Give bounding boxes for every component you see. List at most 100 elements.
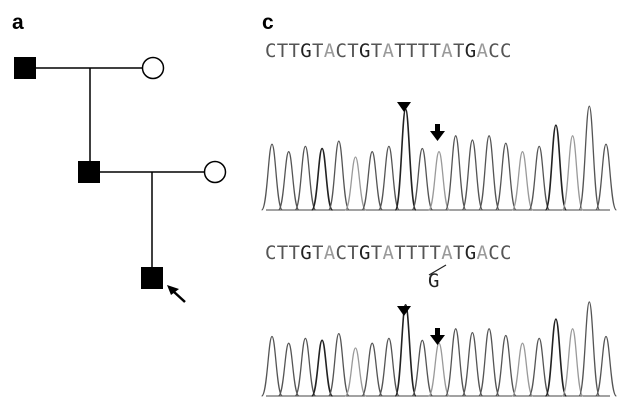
- trace-peak: [411, 147, 434, 211]
- trace-peak: [277, 342, 300, 397]
- base-letter: C: [335, 40, 348, 62]
- individual-II-2-unaffected-female: [203, 160, 227, 184]
- individual-III-1-proband: [141, 267, 163, 289]
- base-letter: T: [312, 40, 324, 62]
- base-letter: T: [406, 40, 418, 62]
- trace-peak: [511, 151, 534, 211]
- trace-peak: [261, 143, 283, 211]
- base-letter: G: [464, 242, 477, 264]
- trace-peak: [461, 139, 484, 211]
- trace-peak: [377, 337, 400, 397]
- base-letter: T: [394, 242, 406, 264]
- base-letter: T: [453, 242, 465, 264]
- base-letter: T: [429, 242, 442, 264]
- trace-peak: [394, 108, 417, 211]
- base-letter: T: [347, 40, 359, 62]
- trace-peak: [377, 145, 400, 211]
- panel-label-c: c: [262, 11, 274, 34]
- base-letter: T: [453, 40, 465, 62]
- trace-peak: [578, 301, 601, 397]
- trace-peak: [411, 339, 434, 397]
- trace-peak: [561, 328, 584, 397]
- trace-peak: [361, 151, 384, 211]
- trace-peak: [544, 318, 568, 397]
- individual-I-1-affected-male: [14, 57, 36, 79]
- trace-peak: [444, 135, 467, 211]
- trace-peak: [428, 151, 450, 211]
- trace-peak: [561, 135, 584, 211]
- trace-peak: [294, 145, 317, 211]
- trace-peak: [528, 145, 551, 211]
- trace-peak: [310, 339, 334, 397]
- arrow-marker-bottom: [430, 328, 445, 345]
- base-letter: T: [429, 40, 442, 62]
- trace-peak: [394, 303, 417, 397]
- base-letter: T: [312, 242, 324, 264]
- trace-peak: [428, 342, 450, 397]
- base-letter: C: [500, 242, 512, 264]
- trace-peak: [595, 335, 617, 397]
- trace-peak: [294, 337, 317, 397]
- base-letter: T: [347, 242, 359, 264]
- triangle-marker-bottom: [397, 306, 411, 316]
- trace-peak: [344, 156, 367, 211]
- trace-peak: [327, 332, 350, 397]
- base-letter: T: [288, 242, 301, 264]
- trace-peak: [578, 105, 601, 211]
- base-letter: G: [359, 40, 371, 62]
- base-letter: G: [300, 40, 312, 62]
- base-letter: G: [300, 242, 312, 264]
- trace-peak: [277, 151, 300, 211]
- trace-peak: [444, 328, 467, 397]
- trace-peak: [478, 135, 501, 211]
- base-letter: C: [500, 40, 512, 62]
- individual-II-1-affected-male: [78, 161, 100, 183]
- base-letter: A: [382, 40, 395, 62]
- chromatogram-bottom: [261, 301, 617, 397]
- base-letter: C: [265, 242, 277, 264]
- trace-peak: [327, 140, 350, 211]
- trace-peak: [310, 147, 334, 211]
- base-letter: A: [382, 242, 395, 264]
- trace-peak: [528, 337, 551, 397]
- trace-peak: [511, 342, 534, 397]
- base-letter: C: [488, 242, 500, 264]
- trace-peak: [261, 335, 283, 397]
- base-letter: C: [488, 40, 500, 62]
- proband-arrow-icon: [167, 285, 186, 303]
- individual-I-2-unaffected-female: [141, 56, 165, 80]
- trace-peak: [461, 331, 484, 397]
- sequence-top: CTTGTACTGTATTTTATGACC: [265, 42, 512, 61]
- base-letter: A: [441, 40, 453, 62]
- base-letter: A: [323, 242, 336, 264]
- variant-alt-base: G: [428, 270, 440, 292]
- panel-label-a: a: [12, 11, 24, 34]
- sequence-bottom: CTTGTACTGTATTTTATGACC: [265, 244, 512, 263]
- base-letter: C: [335, 242, 348, 264]
- trace-peak: [344, 347, 367, 397]
- trace-peak: [494, 334, 517, 397]
- trace-peak: [544, 124, 568, 211]
- trace-peak: [595, 143, 617, 211]
- base-letter: A: [441, 242, 453, 264]
- base-letter: T: [276, 40, 289, 62]
- base-letter: T: [394, 40, 406, 62]
- trace-peak: [478, 328, 501, 397]
- triangle-marker-top: [397, 102, 411, 112]
- base-letter: G: [464, 40, 477, 62]
- base-letter: A: [476, 40, 489, 62]
- trace-peak: [361, 342, 384, 397]
- base-letter: C: [265, 40, 277, 62]
- base-letter: G: [359, 242, 371, 264]
- base-letter: T: [417, 40, 430, 62]
- base-letter: A: [323, 40, 336, 62]
- arrow-marker-top: [430, 124, 445, 141]
- base-letter: T: [406, 242, 418, 264]
- base-letter: T: [370, 242, 383, 264]
- variant-slash: [428, 264, 447, 276]
- trace-peak: [494, 142, 517, 211]
